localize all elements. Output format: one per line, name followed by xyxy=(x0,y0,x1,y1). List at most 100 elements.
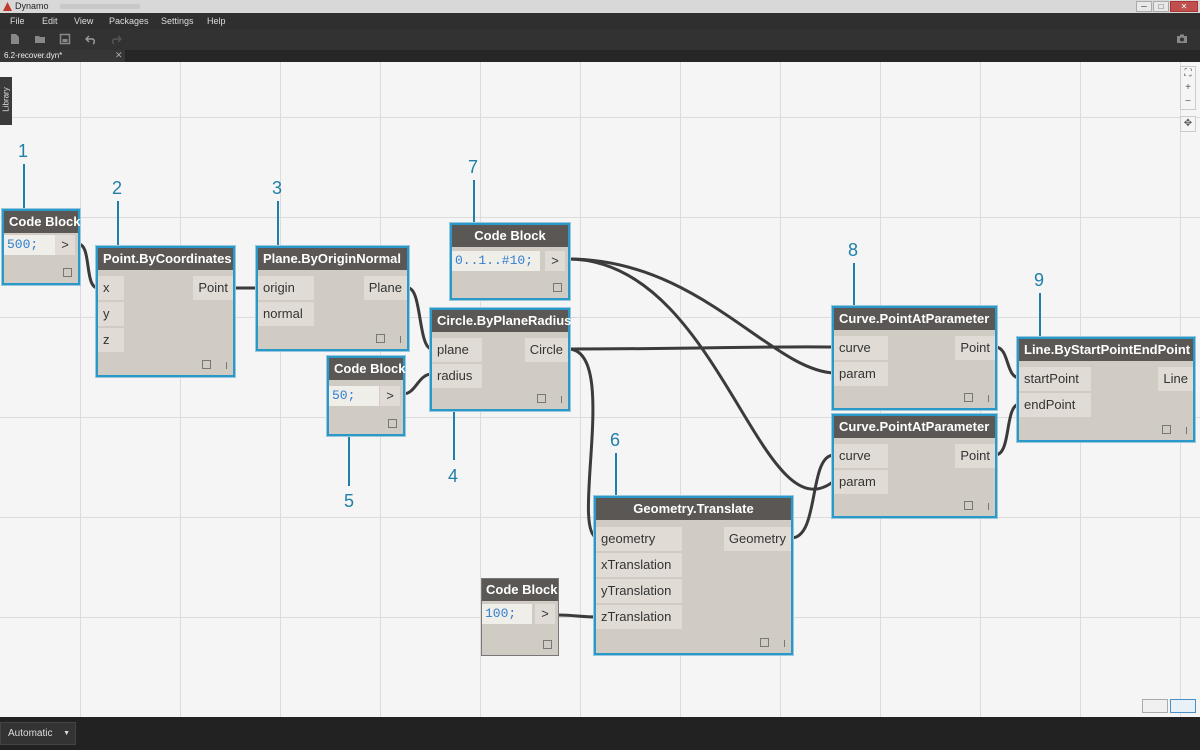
node-title: Geometry.Translate xyxy=(596,498,791,520)
maximize-button[interactable]: □ xyxy=(1153,1,1169,12)
input-port-xtranslation[interactable]: xTranslation xyxy=(596,553,682,577)
camera-icon[interactable] xyxy=(1176,33,1188,45)
annotation-9-leader xyxy=(1039,293,1041,338)
output-port-geometry[interactable]: Geometry xyxy=(723,527,791,551)
code-block-node-100[interactable]: Code Block 100; > xyxy=(481,578,559,656)
menu-settings[interactable]: Settings xyxy=(161,16,194,26)
output-port[interactable]: > xyxy=(535,604,555,624)
minimize-button[interactable]: ─ xyxy=(1136,1,1152,12)
tab-label: 6.2-recover.dyn* xyxy=(4,51,63,60)
input-port-z[interactable]: z xyxy=(98,328,124,352)
code-input[interactable]: 100; xyxy=(482,604,532,624)
curve-point-at-parameter-node-1[interactable]: Curve.PointAtParameter curve param Point xyxy=(832,306,997,410)
preview-toggle[interactable] xyxy=(376,334,385,343)
menu-file[interactable]: File xyxy=(10,16,25,26)
preview-toggle[interactable] xyxy=(63,268,72,277)
redo-icon[interactable] xyxy=(110,33,122,45)
output-port-plane[interactable]: Plane xyxy=(363,276,407,300)
code-block-node-50[interactable]: Code Block 50; > xyxy=(327,356,406,436)
input-port-startpoint[interactable]: startPoint xyxy=(1019,367,1091,391)
input-port-normal[interactable]: normal xyxy=(258,302,314,326)
code-block-node-range[interactable]: Code Block 0..1..#10; > xyxy=(450,223,570,300)
view-toggle xyxy=(1142,699,1196,713)
output-port[interactable]: > xyxy=(545,251,565,271)
geometry-translate-node[interactable]: Geometry.Translate geometry xTranslation… xyxy=(594,496,793,655)
input-port-endpoint[interactable]: endPoint xyxy=(1019,393,1091,417)
node-title: Curve.PointAtParameter xyxy=(834,416,995,438)
background-preview-toggle[interactable] xyxy=(1142,699,1168,713)
annotation-8: 8 xyxy=(848,240,859,260)
open-folder-icon[interactable] xyxy=(34,33,46,45)
input-port-ztranslation[interactable]: zTranslation xyxy=(596,605,682,629)
tab-file[interactable]: 6.2-recover.dyn* ✕ xyxy=(0,50,125,62)
output-port-line[interactable]: Line xyxy=(1158,367,1193,391)
preview-toggle[interactable] xyxy=(553,283,562,292)
preview-toggle[interactable] xyxy=(537,394,546,403)
input-port-curve[interactable]: curve xyxy=(834,336,888,360)
preview-toggle[interactable] xyxy=(388,419,397,428)
input-port-y[interactable]: y xyxy=(98,302,124,326)
close-window-button[interactable]: ✕ xyxy=(1170,1,1198,12)
output-port[interactable]: > xyxy=(55,235,75,255)
run-mode-value: Automatic xyxy=(8,728,53,739)
annotation-5: 5 xyxy=(344,491,355,511)
code-input[interactable]: 0..1..#10; xyxy=(452,251,540,271)
lacing-indicator xyxy=(784,640,785,647)
line-by-start-point-end-point-node[interactable]: Line.ByStartPointEndPoint startPoint end… xyxy=(1017,337,1195,442)
output-port-point[interactable]: Point xyxy=(955,336,995,360)
tab-close-button[interactable]: ✕ xyxy=(115,50,123,60)
preview-toggle[interactable] xyxy=(202,360,211,369)
plane-by-origin-normal-node[interactable]: Plane.ByOriginNormal origin normal Plane xyxy=(256,246,409,351)
code-input[interactable]: 500; xyxy=(4,235,56,255)
menu-view[interactable]: View xyxy=(74,16,94,26)
lacing-indicator xyxy=(400,336,401,343)
input-port-param[interactable]: param xyxy=(834,362,888,386)
menu-edit[interactable]: Edit xyxy=(42,16,58,26)
code-block-node-500[interactable]: Code Block 500; > xyxy=(2,209,81,285)
point-by-coordinates-node[interactable]: Point.ByCoordinates x y z Point xyxy=(96,246,235,377)
input-port-ytranslation[interactable]: yTranslation xyxy=(596,579,682,603)
new-file-icon[interactable] xyxy=(9,33,21,45)
zoom-in-icon[interactable]: + xyxy=(1185,82,1191,93)
input-port-plane[interactable]: plane xyxy=(432,338,482,362)
output-port-point[interactable]: Point xyxy=(955,444,995,468)
output-port-point[interactable]: Point xyxy=(193,276,233,300)
menu-packages[interactable]: Packages xyxy=(109,16,149,26)
preview-toggle[interactable] xyxy=(543,640,552,649)
output-port-circle[interactable]: Circle xyxy=(524,338,568,362)
undo-icon[interactable] xyxy=(85,33,97,45)
preview-toggle[interactable] xyxy=(964,501,973,510)
pan-icon[interactable]: ✥ xyxy=(1180,116,1196,132)
node-title: Code Block xyxy=(452,225,568,247)
circle-by-plane-radius-node[interactable]: Circle.ByPlaneRadius plane radius Circle xyxy=(430,308,571,411)
preview-toggle[interactable] xyxy=(964,393,973,402)
input-port-origin[interactable]: origin xyxy=(258,276,314,300)
node-title: Plane.ByOriginNormal xyxy=(258,248,407,270)
annotation-6-leader xyxy=(615,453,617,497)
menu-help[interactable]: Help xyxy=(207,16,226,26)
input-port-x[interactable]: x xyxy=(98,276,124,300)
input-port-param[interactable]: param xyxy=(834,470,888,494)
lacing-indicator xyxy=(988,503,989,510)
preview-toggle[interactable] xyxy=(760,638,769,647)
menu-bar: File Edit View Packages Settings Help xyxy=(0,13,1200,29)
annotation-3-leader xyxy=(277,201,279,247)
lacing-indicator xyxy=(226,362,227,369)
graph-view-toggle[interactable] xyxy=(1170,699,1196,713)
chevron-down-icon: ▼ xyxy=(63,730,70,737)
output-port[interactable]: > xyxy=(380,386,400,406)
annotation-1-leader xyxy=(23,164,25,209)
zoom-out-icon[interactable]: − xyxy=(1185,96,1191,107)
input-port-radius[interactable]: radius xyxy=(432,364,482,388)
save-icon[interactable] xyxy=(59,33,71,45)
run-mode-select[interactable]: Automatic ▼ xyxy=(0,722,76,745)
code-input[interactable]: 50; xyxy=(329,386,379,406)
zoom-fit-icon[interactable]: ⛶ xyxy=(1184,68,1192,79)
curve-point-at-parameter-node-2[interactable]: Curve.PointAtParameter curve param Point xyxy=(832,414,997,518)
library-toggle[interactable]: Library xyxy=(0,77,12,125)
input-port-curve[interactable]: curve xyxy=(834,444,888,468)
preview-toggle[interactable] xyxy=(1162,425,1171,434)
annotation-2: 2 xyxy=(112,178,123,198)
annotation-7: 7 xyxy=(468,157,479,177)
input-port-geometry[interactable]: geometry xyxy=(596,527,682,551)
